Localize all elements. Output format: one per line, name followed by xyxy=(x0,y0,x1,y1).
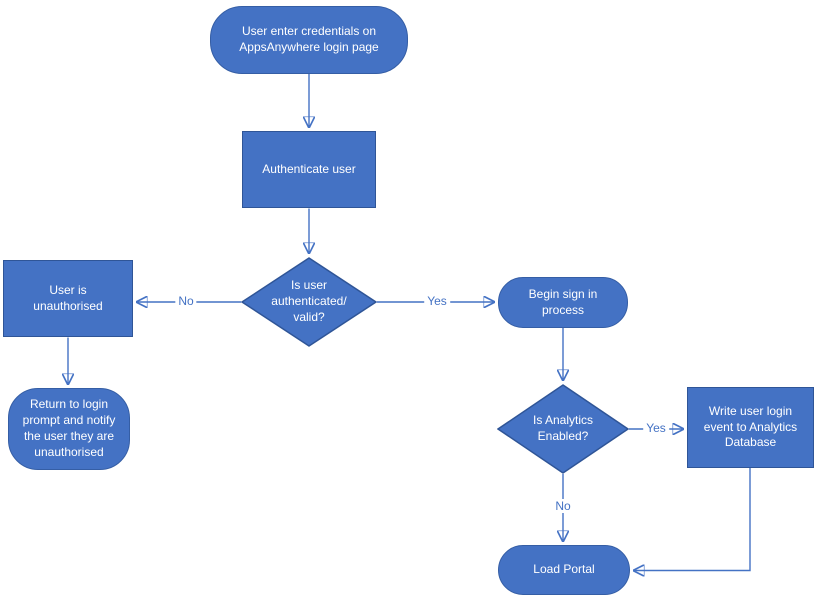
diamond-shape xyxy=(241,257,377,347)
process-user-unauthorised: User is unauthorised xyxy=(3,260,133,337)
terminator-user-credentials: User enter credentials on AppsAnywhere l… xyxy=(210,6,408,74)
edge-label-yes-begin-signin: Yes xyxy=(424,294,450,308)
edge-label-no-unauthorised: No xyxy=(175,294,197,308)
node-label: Is Analytics Enabled? xyxy=(532,413,594,443)
terminator-load-portal: Load Portal xyxy=(498,545,630,595)
terminator-return-to-login: Return to login prompt and notify the us… xyxy=(8,388,130,470)
terminator-begin-sign-in: Begin sign in process xyxy=(498,277,628,328)
node-label: Is user authenticated/ valid? xyxy=(271,278,347,324)
node-label: Write user login event to Analytics Data… xyxy=(703,403,798,450)
edge-label-yes-write-event: Yes xyxy=(643,421,669,435)
node-label: Load Portal xyxy=(533,562,595,577)
diamond-shape xyxy=(497,384,629,474)
node-label: User enter credentials on AppsAnywhere l… xyxy=(239,24,379,54)
edge-label-no-load-portal: No xyxy=(552,499,574,513)
decision-analytics-enabled: Is Analytics Enabled? xyxy=(497,384,629,474)
process-authenticate-user: Authenticate user xyxy=(242,131,376,208)
node-label: Return to login prompt and notify the us… xyxy=(22,397,116,459)
process-write-login-event: Write user login event to Analytics Data… xyxy=(687,387,814,468)
decision-user-authenticated: Is user authenticated/ valid? xyxy=(241,257,377,347)
node-label: Begin sign in process xyxy=(528,286,598,317)
edge-write-event-to-load-portal xyxy=(634,468,751,571)
node-label: Authenticate user xyxy=(262,161,356,176)
node-label: User is unauthorised xyxy=(33,282,103,313)
